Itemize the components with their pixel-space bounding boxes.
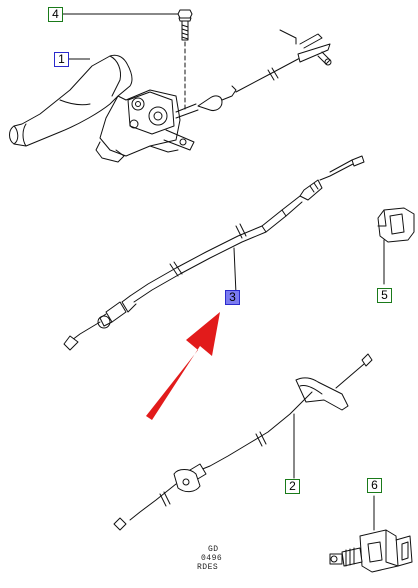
front-cable-part <box>197 29 332 111</box>
rear-cable-part <box>63 155 365 351</box>
red-arrow <box>146 312 220 420</box>
drawing-code-line-2: 0496 <box>201 554 223 563</box>
callout-5[interactable]: 5 <box>377 288 392 303</box>
callout-4[interactable]: 4 <box>48 7 63 22</box>
bolt-part <box>177 9 193 111</box>
lower-cable-part <box>113 353 373 531</box>
clip-part <box>377 207 415 285</box>
drawing-code-line-3: RDES <box>197 563 219 572</box>
handbrake-lever-part <box>9 54 199 163</box>
callout-2[interactable]: 2 <box>285 479 300 494</box>
adjuster-part <box>329 495 413 573</box>
callout-1[interactable]: 1 <box>54 52 69 67</box>
callout-3[interactable]: 3 <box>225 290 240 305</box>
callout-6[interactable]: 6 <box>367 478 382 493</box>
drawing-code-line-1: GD <box>208 545 219 554</box>
